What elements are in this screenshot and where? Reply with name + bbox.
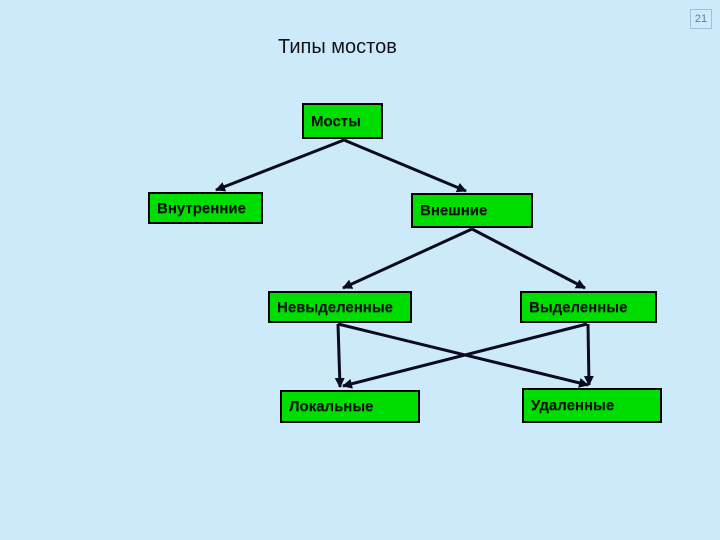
edge-vydelennye-to-udalennye bbox=[583, 323, 594, 386]
diagram-node-lokalnye[interactable]: Локальные bbox=[280, 390, 420, 423]
edge-vneshnie-to-nevydelennye bbox=[342, 227, 473, 290]
edge-nevydelennye-to-udalennye bbox=[337, 322, 589, 388]
diagram-node-vneshnie[interactable]: Внешние bbox=[411, 193, 533, 228]
diagram-node-mosty[interactable]: Мосты bbox=[302, 103, 383, 139]
slide-page-number: 21 bbox=[690, 9, 712, 29]
edge-nevydelennye-to-lokalnye bbox=[334, 323, 345, 388]
diagram-node-vnutrennie[interactable]: Внутренние bbox=[148, 192, 263, 224]
diagram-node-udalennye[interactable]: Удаленные bbox=[522, 388, 662, 423]
edge-mosty-to-vneshnie bbox=[343, 138, 467, 193]
edge-mosty-to-vnutrennie bbox=[215, 138, 345, 192]
slide-title: Типы мостов bbox=[278, 36, 397, 58]
diagram-node-nevydelennye[interactable]: Невыделенные bbox=[268, 291, 412, 323]
edge-vneshnie-to-vydelennye bbox=[471, 227, 586, 290]
diagram-node-vydelennye[interactable]: Выделенные bbox=[520, 291, 657, 323]
edge-vydelennye-to-lokalnye bbox=[342, 322, 588, 389]
